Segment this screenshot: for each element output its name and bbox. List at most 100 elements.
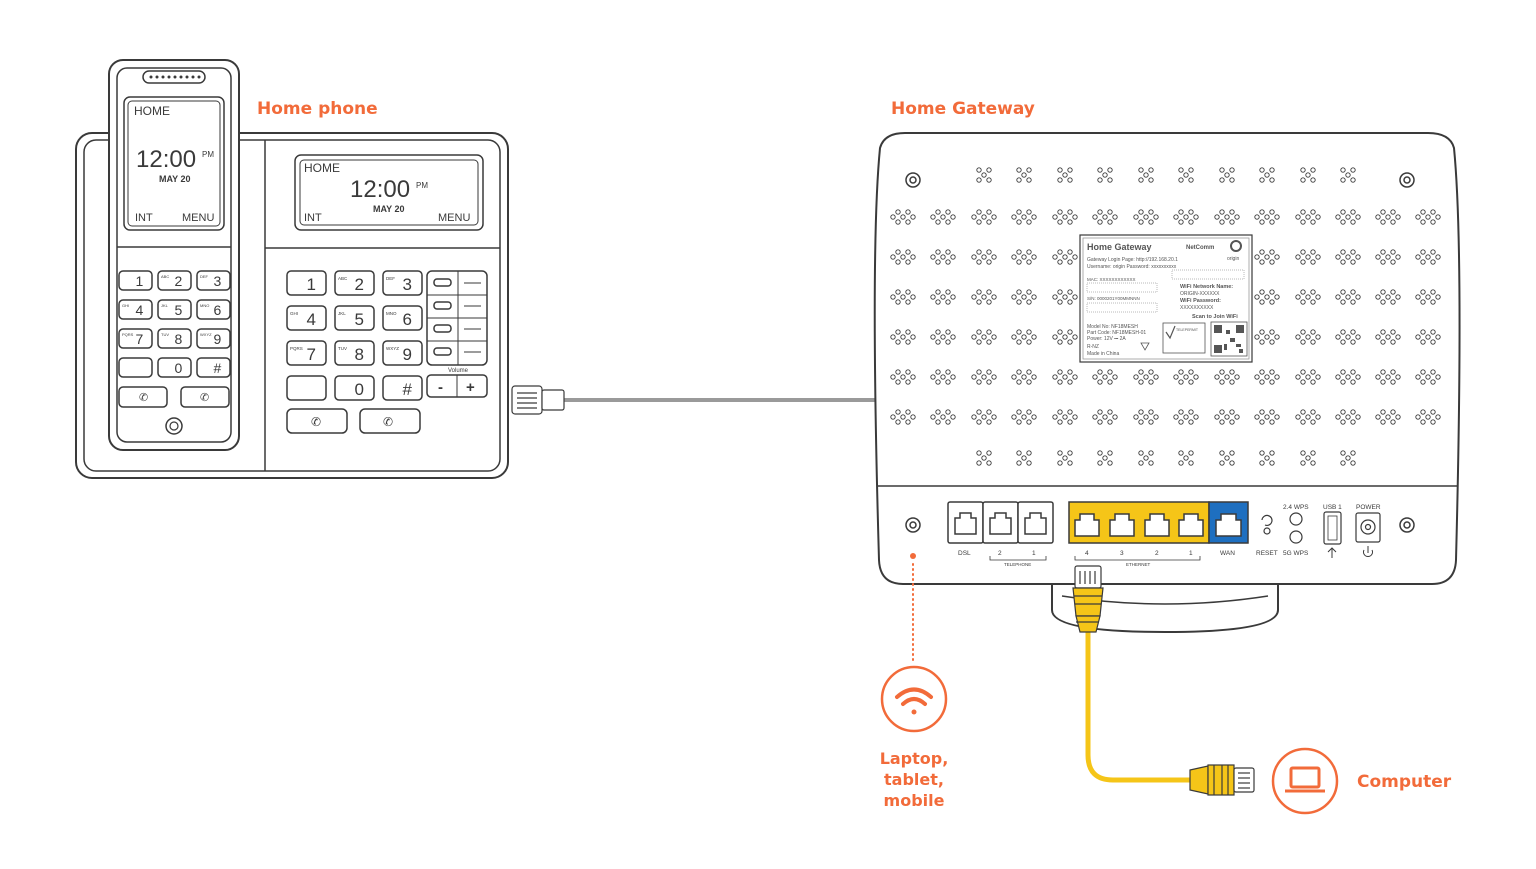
- vent-hole-cluster: [1052, 209, 1078, 225]
- sticker-wifi-name: ORIGIN-XXXXXX: [1180, 291, 1220, 297]
- reset-icon: [1261, 514, 1273, 526]
- vent-hole-cluster: [1295, 369, 1321, 385]
- router-vent-holes: [890, 167, 1441, 466]
- vent-hole-cluster: [1259, 167, 1275, 183]
- vent-hole-cluster: [930, 209, 956, 225]
- vent-hole-cluster: [1138, 167, 1154, 183]
- laptop-icon: [1285, 766, 1325, 793]
- vent-hole-cluster: [1133, 409, 1159, 425]
- sticker-credentials: Username: origin Password: xxxxxxxxxx: [1087, 264, 1177, 270]
- base-date: MAY 20: [373, 204, 405, 214]
- svg-text:✆: ✆: [200, 392, 209, 404]
- vent-hole-cluster: [971, 289, 997, 305]
- vent-hole-cluster: [1052, 369, 1078, 385]
- power-port: [1355, 512, 1381, 557]
- sticker-title: Home Gateway: [1087, 242, 1152, 252]
- origin-logo-icon: [1230, 240, 1242, 252]
- sn-barcode: [1086, 302, 1158, 313]
- vent-hole-cluster: [890, 249, 916, 265]
- eth-4-label: 4: [1085, 550, 1089, 557]
- handset-key-letters: WXYZ: [200, 332, 212, 337]
- vent-hole-cluster: [890, 329, 916, 345]
- vent-hole-cluster: [1375, 409, 1401, 425]
- vent-hole-cluster: [1415, 249, 1441, 265]
- vent-hole-cluster: [1052, 329, 1078, 345]
- base-screen-title: HOME: [304, 161, 340, 175]
- usb-icon: [1327, 547, 1337, 558]
- sticker-sn: S/N: 0000201Y00MMNNN: [1087, 296, 1140, 301]
- handset-end-button: [180, 386, 230, 408]
- vent-hole-cluster: [1335, 369, 1361, 385]
- handset-screen: [123, 96, 225, 231]
- home-gateway-label: Home Gateway: [891, 99, 1035, 119]
- vent-hole-cluster: [930, 369, 956, 385]
- telepermit-check-icon: [1165, 325, 1176, 340]
- wps-5g-button: [1289, 530, 1303, 544]
- handset: [108, 59, 240, 451]
- wps-buttons: [1289, 512, 1303, 544]
- vent-hole-cluster: [1254, 369, 1280, 385]
- base-soft-right: MENU: [438, 212, 470, 224]
- wan-port: [1208, 501, 1249, 544]
- vent-hole-cluster: [971, 369, 997, 385]
- vent-hole-cluster: [1254, 329, 1280, 345]
- power-label: POWER: [1356, 504, 1381, 511]
- handset-key-digit: 3: [214, 273, 222, 289]
- vent-hole-cluster: [971, 209, 997, 225]
- wireless-devices-label: Laptop, tablet, mobile: [864, 748, 964, 811]
- sticker-power: Power: 12V ⎓ 2A: [1087, 336, 1126, 342]
- base-key-digit: 5: [354, 310, 363, 329]
- base-screen: [294, 154, 484, 231]
- sticker-part: Part Code: NF18MESH-01: [1087, 330, 1146, 336]
- vent-hole-cluster: [890, 289, 916, 305]
- base-key-digit: 1: [306, 275, 315, 294]
- vent-hole-cluster: [930, 289, 956, 305]
- vent-hole-cluster: [1011, 249, 1037, 265]
- telephone-label: TELEPHONE: [1004, 562, 1031, 567]
- handset-key-digit: 9: [214, 331, 222, 347]
- handset-call-keys: ✆ ✆: [118, 386, 230, 408]
- phone-connector-left: [511, 385, 565, 415]
- base-key-letters: JKL: [338, 311, 346, 316]
- vent-hole-cluster: [971, 249, 997, 265]
- handset-screen-text: HOME 12:00 PM MAY 20 INT MENU: [134, 104, 214, 224]
- vent-hole-cluster: [930, 329, 956, 345]
- vent-hole-cluster: [890, 369, 916, 385]
- base-key-letters: WXYZ: [386, 346, 399, 351]
- handset-key-letters: GHI: [122, 303, 129, 308]
- base-key: [286, 375, 327, 401]
- handset-key: #: [196, 357, 231, 378]
- svg-text:✆: ✆: [139, 392, 148, 404]
- vent-hole-cluster: [1415, 369, 1441, 385]
- base-key: #: [382, 375, 423, 401]
- vent-hole-cluster: [1052, 249, 1078, 265]
- sticker-login: Gateway Login Page: http://192.168.20.1: [1087, 257, 1178, 263]
- base-call-keys: ✆ ✆: [286, 408, 421, 434]
- base-key-digit: 0: [354, 380, 363, 399]
- ethernet-label: ETHERNET: [1126, 562, 1151, 567]
- vent-hole-cluster: [1178, 167, 1194, 183]
- handset-soft-left: INT: [135, 212, 153, 224]
- vent-hole-cluster: [1254, 249, 1280, 265]
- handset-screen-title: HOME: [134, 104, 170, 118]
- vent-hole-cluster: [1092, 209, 1118, 225]
- base-key: 1: [286, 270, 327, 296]
- base-key: 0: [334, 375, 375, 401]
- vent-hole-cluster: [976, 167, 992, 183]
- handset-key-letters: ABC: [161, 274, 169, 279]
- vent-hole-cluster: [1335, 249, 1361, 265]
- eth-3-label: 3: [1120, 550, 1124, 557]
- vent-hole-cluster: [1415, 209, 1441, 225]
- router-screws: [905, 172, 1415, 533]
- ethernet-ports: [1068, 501, 1210, 544]
